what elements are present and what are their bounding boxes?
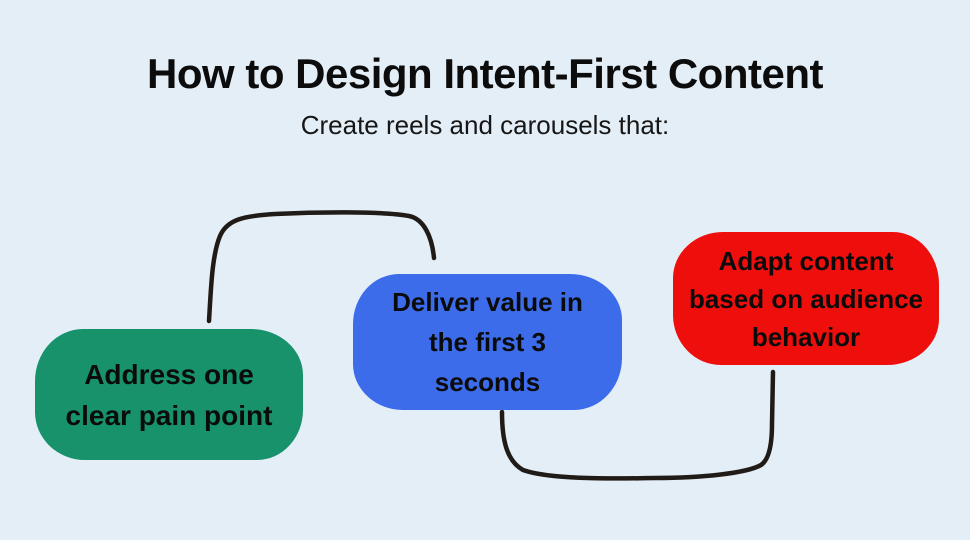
box-deliver-value: Deliver value in the first 3 seconds: [353, 274, 622, 410]
box-text-line: Adapt content: [718, 245, 894, 276]
box-text-line: seconds: [434, 367, 541, 397]
connector-blue-to-red: [499, 369, 776, 481]
box-text-line: Deliver value in: [392, 287, 583, 317]
box-text-line: the first 3: [428, 327, 547, 357]
box-address-pain-point: Address one clear pain point: [35, 329, 303, 460]
box-text-line: Address one: [84, 358, 254, 390]
page-title: How to Design Intent-First Content: [147, 50, 823, 97]
box-adapt-content: Adapt content based on audience behavior: [673, 232, 939, 365]
box-text-line: based on audience: [688, 283, 924, 314]
box-text-line: clear pain point: [65, 399, 273, 431]
connector-green-to-blue: [206, 210, 437, 324]
box-text-line: behavior: [751, 321, 861, 352]
page-subtitle: Create reels and carousels that:: [300, 110, 670, 140]
